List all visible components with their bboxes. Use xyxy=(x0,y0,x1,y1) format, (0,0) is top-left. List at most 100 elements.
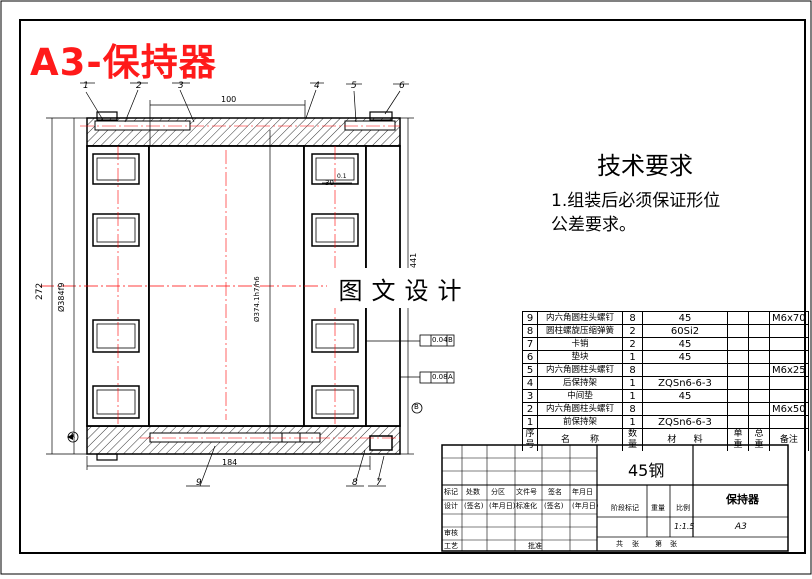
bom-note xyxy=(769,389,809,403)
bom-material: 45 xyxy=(642,350,728,364)
bom-material xyxy=(642,363,728,377)
bom-header: 料 xyxy=(693,434,703,445)
dim-left-dia: Ø384f9 xyxy=(57,282,66,312)
balloon-9: 9 xyxy=(196,478,202,488)
tb-label: 比例 xyxy=(676,504,690,512)
tech-requirements-heading: 技术要求 xyxy=(597,152,693,180)
callout-tolerance-2: 0.08 xyxy=(432,373,448,381)
bom-qty: 1 xyxy=(622,350,643,364)
bom-no: 2 xyxy=(522,402,538,416)
bom-note: M6x70 xyxy=(769,311,809,325)
tb-label: 处数 xyxy=(466,488,480,496)
bom-note xyxy=(769,324,809,338)
drawing-title: A3-保持器 xyxy=(30,41,217,84)
tb-label: (签名) xyxy=(544,502,564,510)
balloon-4: 4 xyxy=(314,81,320,91)
tech-requirement-line-2: 公差要求。 xyxy=(551,215,636,235)
bom-header: 材 xyxy=(667,434,677,445)
bom-no: 4 xyxy=(522,376,538,390)
balloon-5: 5 xyxy=(351,81,357,91)
material-label: 45钢 xyxy=(628,461,665,480)
dim-right: 441 xyxy=(409,252,418,268)
part-name: 保持器 xyxy=(726,493,759,506)
bom-name: 卡销 xyxy=(537,337,623,351)
inner-frame xyxy=(19,19,806,554)
bom-name: 前保持架 xyxy=(537,415,623,429)
bom-qty: 1 xyxy=(622,376,643,390)
bom-no: 7 xyxy=(522,337,538,351)
bom-note xyxy=(769,337,809,351)
bom-name: 内六角圆柱头螺钉 xyxy=(537,311,623,325)
bom-no: 1 xyxy=(522,415,538,429)
bom-material: ZQSn6-6-3 xyxy=(642,376,728,390)
dim-center-dia: Ø374.1h7/h6 xyxy=(253,276,261,322)
balloon-2: 2 xyxy=(136,81,142,91)
bom-qty: 2 xyxy=(622,337,643,351)
datum-a: A xyxy=(70,432,75,440)
balloon-1: 1 xyxy=(83,81,89,91)
tb-label: (年月日) xyxy=(489,502,516,510)
tb-label: 重量 xyxy=(651,504,665,512)
bom-no: 9 xyxy=(522,311,538,325)
bom-name: 垫块 xyxy=(537,350,623,364)
bom-header: 总重 xyxy=(748,428,770,451)
callout-datum-1: B xyxy=(448,336,453,344)
bom-header: 称 xyxy=(590,434,600,445)
dim-width-top: 100 xyxy=(221,95,237,104)
balloon-6: 6 xyxy=(399,81,405,91)
bom-material: 45 xyxy=(642,311,728,325)
bom-header: 名 xyxy=(560,434,570,445)
bom-name: 圆柱螺旋压缩弹簧 xyxy=(537,324,623,338)
balloon-3: 3 xyxy=(178,81,184,91)
bom-note xyxy=(769,415,809,429)
bom-header: 数量 xyxy=(622,428,643,451)
callout-datum-2: A xyxy=(448,373,453,381)
bom-qty: 2 xyxy=(622,324,643,338)
scale-value: 1:1.5 xyxy=(674,522,695,531)
tb-label: 年月日 xyxy=(572,488,593,496)
tb-label: 张 xyxy=(632,540,639,548)
bom-note xyxy=(769,376,809,390)
tb-label: 文件号 xyxy=(516,488,537,496)
bom-header: 序号 xyxy=(522,428,538,451)
bom-header: 单重 xyxy=(727,428,749,451)
title-block-grid xyxy=(441,444,789,552)
tb-label: 第 xyxy=(655,540,662,548)
callout-tolerance-1: 0.04 xyxy=(432,336,448,344)
bom-no: 8 xyxy=(522,324,538,338)
bom-no: 3 xyxy=(522,389,538,403)
bom-name: 内六角圆柱头螺钉 xyxy=(537,402,623,416)
bom-material: ZQSn6-6-3 xyxy=(642,415,728,429)
tb-label: 共 xyxy=(616,540,623,548)
tb-label: 标记 xyxy=(444,488,458,496)
balloon-7: 7 xyxy=(376,478,382,488)
bom-name: 后保持架 xyxy=(537,376,623,390)
tb-label: (签名) xyxy=(464,502,484,510)
bom-no: 5 xyxy=(522,363,538,377)
sheet-size: A3 xyxy=(735,522,747,532)
bom-qty: 8 xyxy=(622,363,643,377)
bom-material: 45 xyxy=(642,337,728,351)
bom-material xyxy=(642,402,728,416)
tb-label: 张 xyxy=(670,540,677,548)
dim-left-height: 272 xyxy=(35,282,45,300)
tb-label: 审核 xyxy=(444,529,458,537)
part-drawing xyxy=(40,111,420,461)
watermark-text: 图文设计 xyxy=(327,268,482,308)
bom-name: 中间垫 xyxy=(537,389,623,403)
bom-header: 备注 xyxy=(769,428,809,451)
bom-qty: 1 xyxy=(622,389,643,403)
tb-label: 分区 xyxy=(491,488,505,496)
dim-slot-tol: 0.1 xyxy=(337,173,347,180)
tb-label: (年月日) xyxy=(572,502,599,510)
dim-slot-width: 30 xyxy=(325,179,334,187)
